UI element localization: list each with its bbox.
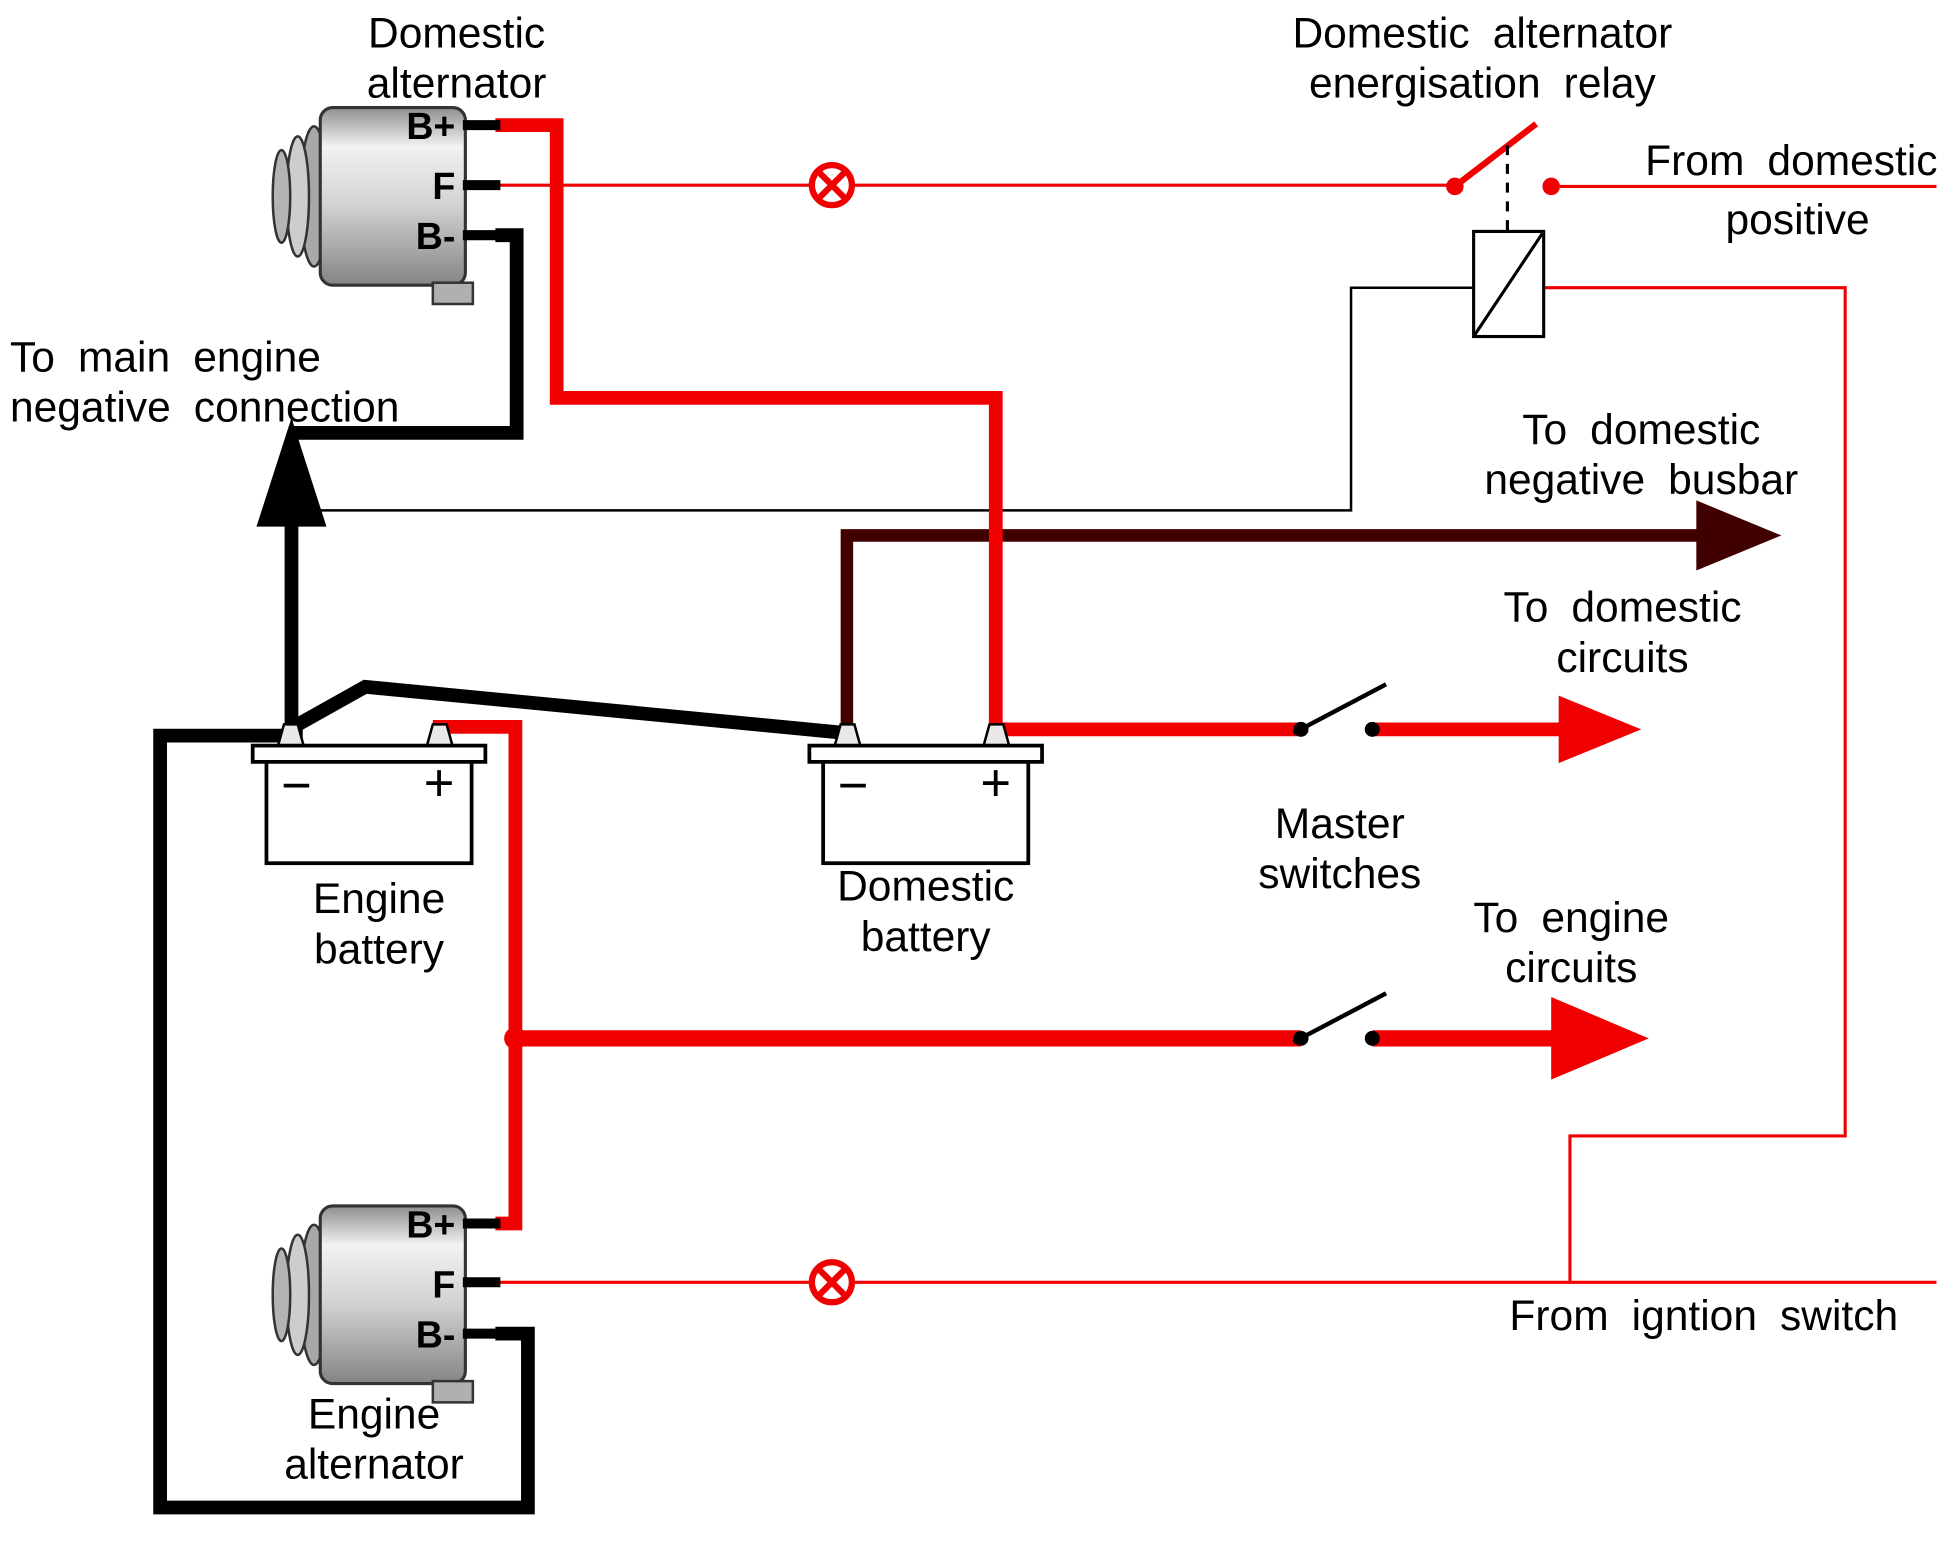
label-to-main-engine-negative-line2: negative connection [10,384,399,432]
battery-plus-sign: + [424,754,455,813]
main-negative-arrowhead [256,417,327,527]
battery-body [264,759,474,866]
wire-negative-busbar [840,529,1702,731]
relay-coil-diagonal [1472,230,1545,338]
switch-contact-left [1293,1030,1309,1046]
label-energisation-relay-line2: energisation relay [1309,60,1657,108]
label-engine-alternator-line2: alternator [284,1441,464,1489]
wire-engine-bplus [432,719,523,1231]
battery-plus-sign: + [980,754,1011,813]
switch-contact-left [1293,721,1309,737]
terminal-bplus-label: B+ [406,1203,455,1245]
switch-contact-right [1364,721,1380,737]
lamp-cross-2 [815,1266,848,1299]
label-energisation-relay-line1: Domestic alternator [1292,10,1672,58]
terminal-bplus-label: B+ [406,105,455,147]
wire-domestic-bplus [495,118,1003,739]
terminal-bminus-label: B- [416,215,456,257]
relay-contact-dot-right [1542,177,1560,196]
battery-body [821,759,1031,866]
label-engine-battery-line1: Engine [313,875,445,923]
label-to-domestic-negative-busbar-line2: negative busbar [1484,456,1798,504]
battery-minus-sign: − [838,756,869,815]
wire-domestic-bminus [292,228,524,440]
wire-battery-negative-link [288,679,848,740]
label-to-main-engine-negative-line1: To main engine [10,334,321,382]
label-domestic-alternator-line1: Domestic [368,10,545,58]
label-to-domestic-circuits-line2: circuits [1556,634,1688,682]
alternator-body [318,1204,467,1386]
wire-engine-bminus-loop [153,728,535,1515]
engine-alternator-icon: B+ F B- [271,1203,501,1404]
relay-coil-icon [1472,229,1546,339]
label-domestic-battery-line1: Domestic [837,863,1014,911]
engine-warning-lamp-icon [808,1259,856,1306]
switch-contact-right [1364,1030,1380,1046]
label-domestic-alternator-line2: alternator [367,60,547,108]
label-to-domestic-negative-busbar-line1: To domestic [1522,406,1760,454]
label-master-switches-line2: switches [1258,850,1421,898]
alternator-foot [431,281,475,306]
label-from-domestic-positive-line2: positive [1726,196,1870,244]
domestic-master-switch-icon [1292,682,1388,737]
battery-minus-sign: − [281,756,312,815]
switch-blade [1292,991,1388,1045]
label-from-ignition-switch: From igntion switch [1509,1292,1898,1340]
domestic-circuits-arrowhead [1558,695,1642,764]
alternator-foot [431,1379,475,1404]
switch-blade [1292,682,1388,736]
wire-relay-to-ignition [1543,286,1847,1283]
negative-busbar-arrowhead [1696,500,1782,571]
terminal-field-label: F [432,165,455,207]
engine-battery: − + [250,723,488,866]
engine-master-switch-icon [1292,991,1388,1046]
domestic-alternator-icon: B+ F B- [271,105,501,306]
label-engine-battery-line2: battery [314,925,445,973]
relay-contact-dot-left [1446,177,1464,196]
engine-circuits-arrowhead [1551,997,1649,1080]
label-to-engine-circuits-line2: circuits [1505,944,1637,992]
relay-contact-blade [1452,121,1539,189]
junction-dot-negative [282,501,301,520]
label-master-switches-line1: Master [1275,800,1405,848]
terminal-bminus-label: B- [416,1313,456,1355]
domestic-warning-lamp-icon [808,162,856,209]
label-domestic-battery-line2: battery [861,913,992,961]
label-to-domestic-circuits-line1: To domestic [1503,584,1741,632]
wire-relay-to-negative [296,286,1474,512]
label-to-engine-circuits-line1: To engine [1473,894,1669,942]
label-engine-alternator-line1: Engine [308,1391,440,1439]
label-from-domestic-positive-line1: From domestic [1645,137,1937,185]
alternator-body [318,106,467,287]
domestic-battery: − + [807,723,1044,866]
terminal-field-label: F [432,1263,455,1305]
pulley-disc-inner [271,1247,292,1343]
pulley-disc-inner [271,148,292,244]
lamp-cross-2 [815,169,848,202]
relay-contact-icon [1446,121,1560,232]
